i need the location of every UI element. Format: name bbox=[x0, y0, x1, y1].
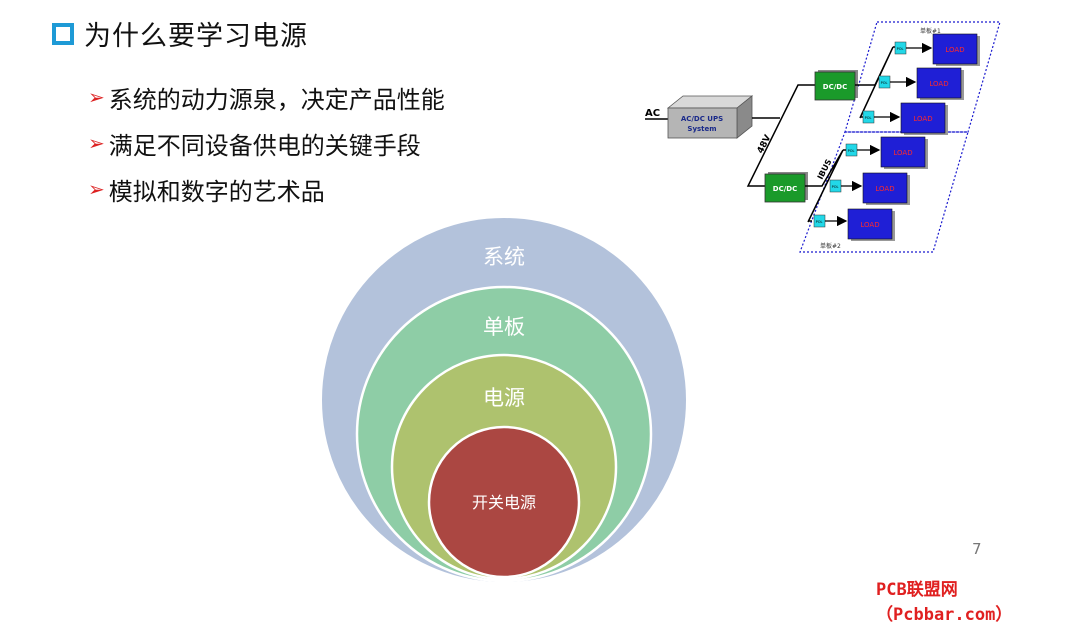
power-distribution-diagram: 单板#1 单板#2 AC AC/DC UPS System 48V DC/DC … bbox=[645, 21, 1001, 253]
load-3 bbox=[900, 102, 946, 134]
board-1-label: 单板#1 bbox=[920, 27, 941, 35]
bus-48v-line bbox=[746, 84, 815, 187]
bullet-item: ➢ 满足不同设备供电的关键手段 bbox=[88, 120, 445, 166]
slide-title-row: 为什么要学习电源 bbox=[52, 14, 308, 53]
load-4-label: LOAD bbox=[893, 149, 912, 157]
board2-bus bbox=[805, 149, 844, 223]
page-number: 7 bbox=[972, 540, 982, 558]
load-6-label: LOAD bbox=[860, 221, 879, 229]
dcdc-top-box bbox=[814, 71, 856, 101]
pol-2-label: POL bbox=[881, 81, 888, 85]
dcdc-bottom-label: DC/DC bbox=[773, 185, 797, 193]
title-square-icon bbox=[52, 22, 74, 45]
pol-3-label: POL bbox=[865, 116, 872, 120]
pol-4-label: POL bbox=[848, 149, 855, 153]
board-2-label: 单板#2 bbox=[820, 242, 841, 250]
pol-5-label: POL bbox=[832, 185, 839, 189]
pol-6-label: POL bbox=[816, 220, 823, 224]
load-6 bbox=[847, 208, 893, 240]
circle-board-label: 单板 bbox=[483, 315, 525, 339]
bullet-list: ➢ 系统的动力源泉，决定产品性能 ➢ 满足不同设备供电的关键手段 ➢ 模拟和数字… bbox=[88, 74, 445, 212]
bullet-item: ➢ 系统的动力源泉，决定产品性能 bbox=[88, 74, 445, 120]
board1-bus bbox=[855, 46, 894, 119]
load-1 bbox=[932, 33, 978, 65]
circle-switching-power-label: 开关电源 bbox=[472, 493, 536, 512]
slide-title: 为什么要学习电源 bbox=[84, 21, 308, 52]
load-1-label: LOAD bbox=[945, 46, 964, 54]
arrow-bullet-icon: ➢ bbox=[88, 131, 105, 155]
dcdc-top-label: DC/DC bbox=[823, 83, 847, 91]
load-4 bbox=[880, 136, 926, 168]
load-5 bbox=[862, 172, 908, 204]
dcdc-bottom-box bbox=[764, 173, 806, 203]
arrow-bullet-icon: ➢ bbox=[88, 85, 105, 109]
watermark-text: PCB联盟网（Pcbbar.com） bbox=[876, 580, 1013, 625]
circle-power-label: 电源 bbox=[483, 386, 525, 410]
ac-label: AC bbox=[645, 108, 660, 119]
bullet-text: 系统的动力源泉，决定产品性能 bbox=[108, 85, 445, 114]
pol-1-label: POL bbox=[897, 47, 904, 51]
load-2 bbox=[916, 67, 962, 99]
ups-box-front bbox=[667, 107, 738, 139]
bullet-item: ➢ 模拟和数字的艺术品 bbox=[88, 166, 445, 212]
bus-48v-label: 48V bbox=[756, 133, 774, 155]
load-3-label: LOAD bbox=[913, 115, 932, 123]
bullet-text: 模拟和数字的艺术品 bbox=[108, 177, 325, 206]
ups-label-line2: System bbox=[687, 125, 716, 133]
circle-switching-power bbox=[427, 425, 581, 579]
ups-label-line1: AC/DC UPS bbox=[681, 115, 723, 123]
circle-system-label: 系统 bbox=[483, 245, 525, 269]
arrow-bullet-icon: ➢ bbox=[88, 177, 105, 201]
load-2-label: LOAD bbox=[929, 80, 948, 88]
load-5-label: LOAD bbox=[875, 185, 894, 193]
board-1-outline bbox=[844, 21, 1001, 133]
bullet-text: 满足不同设备供电的关键手段 bbox=[108, 131, 421, 160]
nested-circles-diagram: 系统 单板 电源 开关电源 bbox=[320, 216, 688, 584]
